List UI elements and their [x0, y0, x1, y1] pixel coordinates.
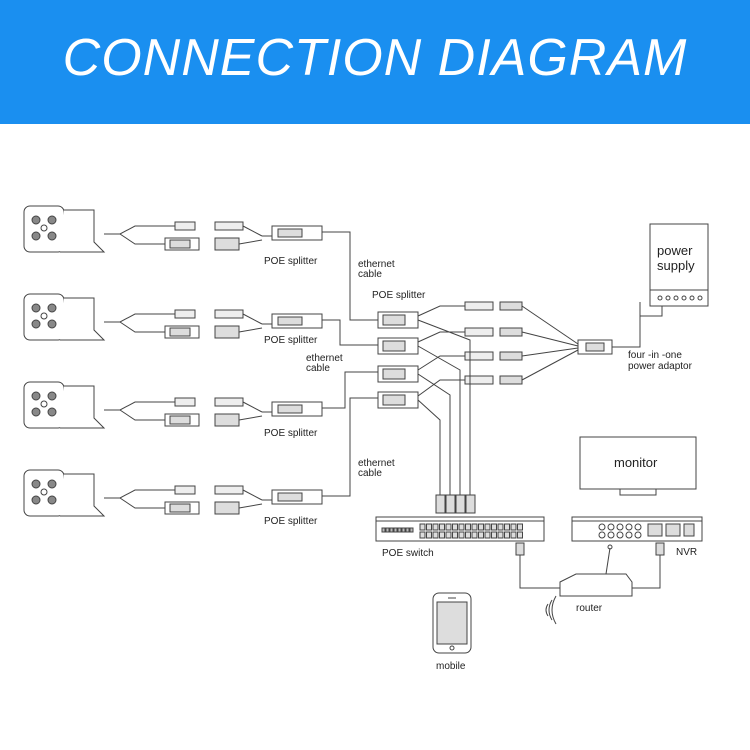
ethernet-cable-label-1b: cable: [358, 269, 382, 280]
switch-uplink-cables: [417, 319, 476, 514]
camera-row-3: [23, 381, 323, 429]
ethernet-cable-label-2b: cable: [306, 363, 330, 374]
poe-splitter-label-3: POE splitter: [264, 428, 318, 439]
bullet-camera-icon: [23, 205, 106, 253]
monitor: [579, 436, 697, 496]
camera-pigtail: [104, 485, 200, 515]
ethernet-cable-4: [322, 397, 378, 497]
poe-splitter-label-1: POE splitter: [264, 256, 318, 267]
poe-splitter: [214, 309, 323, 339]
monitor-label: monitor: [614, 455, 658, 470]
poe-splitter: [214, 485, 323, 515]
camera-pigtail: [104, 397, 200, 427]
ethernet-cable-label-1a: ethernet: [358, 259, 395, 270]
camera-row-1: [23, 205, 323, 253]
poe-splitter-label-2: POE splitter: [264, 335, 318, 346]
camera-pigtail: [104, 221, 200, 251]
mobile-label: mobile: [436, 661, 466, 672]
wifi-icon: [545, 595, 557, 625]
dc-cables: [417, 301, 579, 397]
adaptor-label-b: power adaptor: [628, 361, 693, 372]
bullet-camera-icon: [23, 293, 106, 341]
bullet-camera-icon: [23, 469, 106, 517]
ethernet-cable-label-3b: cable: [358, 468, 382, 479]
smartphone-icon: [432, 592, 472, 654]
ethernet-cable-3: [322, 371, 378, 409]
ethernet-cable-2: [322, 319, 378, 346]
nvr-label: NVR: [676, 547, 697, 558]
poe-splitter: [214, 397, 323, 427]
camera-pigtail: [104, 309, 200, 339]
ethernet-cable-1: [322, 231, 378, 321]
adaptor-label-a: four -in -one: [628, 350, 682, 361]
nvr: [571, 516, 703, 589]
poe-switch: [375, 516, 560, 589]
poe-splitter-label-4: POE splitter: [264, 516, 318, 527]
ethernet-cable-label-2a: ethernet: [306, 353, 343, 364]
ethernet-cable-label-3a: ethernet: [358, 458, 395, 469]
hub-poe-splitter-label: POE splitter: [372, 290, 426, 301]
router: [559, 544, 633, 597]
camera-row-2: [23, 293, 323, 341]
poe-switch-label: POE switch: [382, 548, 434, 559]
router-label: router: [576, 603, 603, 614]
header-banner: CONNECTION DIAGRAM: [0, 0, 750, 124]
four-in-one-adaptor: [577, 302, 641, 355]
hub-poe-splitters: [377, 311, 419, 409]
bullet-camera-icon: [23, 381, 106, 429]
camera-row-4: [23, 469, 323, 517]
power-supply-label-b: supply: [657, 258, 695, 273]
power-supply-label-a: power: [657, 243, 693, 258]
poe-splitter: [214, 221, 323, 251]
page-title: CONNECTION DIAGRAM: [62, 29, 688, 87]
power-supply: [640, 223, 709, 317]
